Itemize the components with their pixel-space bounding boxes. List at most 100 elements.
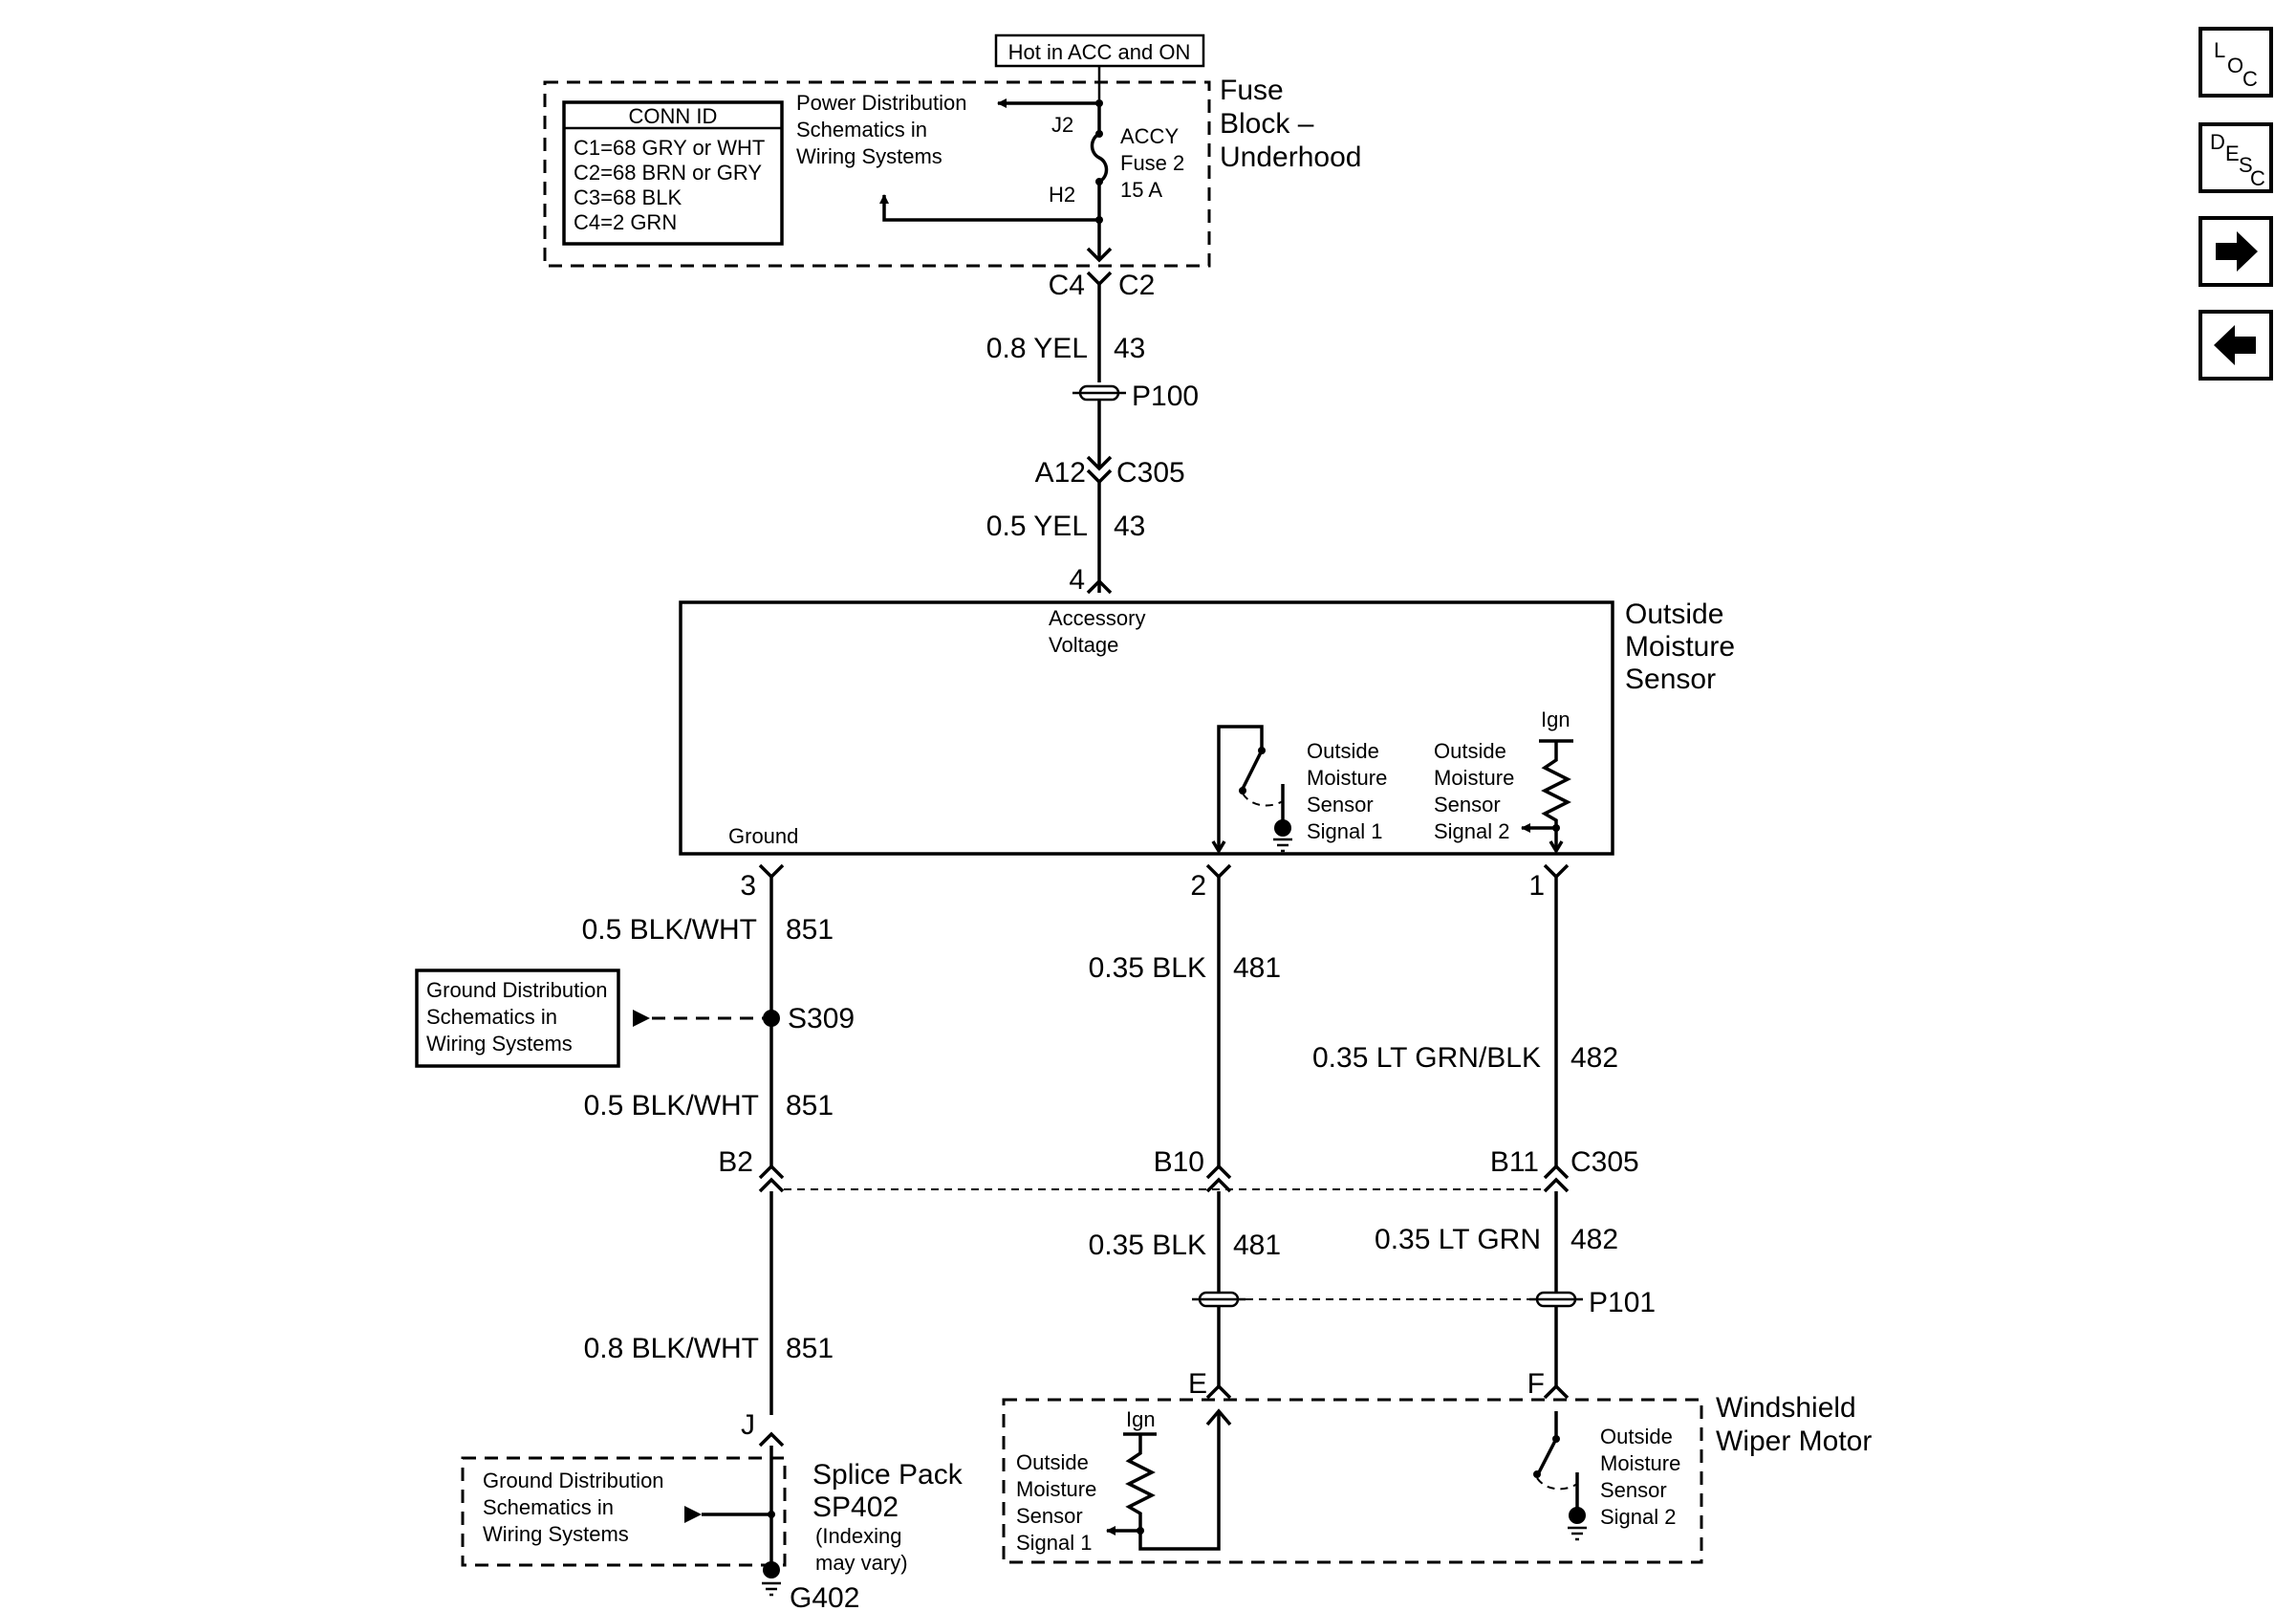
ground-branch: 3 0.5 BLK/WHT 851 Ground Distribution Sc…	[415, 863, 964, 1611]
fuse-block-name-1: Fuse	[1220, 75, 1284, 106]
p101-passthrough-icon	[1192, 1291, 1245, 1308]
splice-s309-icon	[763, 1010, 780, 1027]
windshield-wiper-motor: Windshield Wiper Motor Ign Outside Moist…	[1002, 1392, 1872, 1564]
sensor-name-3: Sensor	[1625, 664, 1716, 695]
splice-pack-outline	[461, 1456, 787, 1567]
fuse-label: Fuse 2	[1120, 151, 1184, 175]
wire-circuit: 481	[1233, 1230, 1281, 1261]
fuse-label: ACCY	[1120, 124, 1179, 148]
wire-circuit: 482	[1570, 1224, 1618, 1255]
switch-icon	[1533, 1411, 1587, 1541]
ground-ref-line: Schematics in	[426, 1005, 557, 1029]
p100-passthrough-icon	[1072, 384, 1126, 402]
back-button[interactable]	[2199, 310, 2273, 381]
svg-text:L: L	[2214, 38, 2225, 62]
svg-text:C: C	[2242, 67, 2258, 91]
wire-gauge: 0.35 LT GRN/BLK	[1312, 1042, 1541, 1074]
wiper-sig1-label: Moisture	[1016, 1477, 1096, 1501]
power-ref-line: Power Distribution	[796, 91, 967, 115]
power-ref-line: Wiring Systems	[796, 144, 942, 168]
pin-b2: B2	[718, 1146, 753, 1178]
sig1-label: Outside	[1307, 739, 1379, 763]
pin-1: 1	[1528, 870, 1545, 902]
conn-id-table: CONN ID C1=68 GRY or WHT C2=68 BRN or GR…	[562, 100, 784, 246]
wiper-sig2-label: Sensor	[1600, 1478, 1667, 1502]
pin-2: 2	[1190, 870, 1206, 902]
splice-s309: S309	[788, 1003, 855, 1034]
sig2-label: Sensor	[1434, 793, 1501, 816]
splice-ref-line: Ground Distribution	[483, 1469, 664, 1492]
wire-circuit: 851	[786, 914, 834, 946]
fuse-label: 15 A	[1120, 178, 1162, 202]
wiper-name-1: Windshield	[1716, 1392, 1856, 1424]
svg-text:S: S	[2239, 153, 2253, 177]
conn-id-row: C3=68 BLK	[574, 185, 682, 209]
p101-passthrough-icon	[1529, 1291, 1583, 1308]
ground-distribution-ref[interactable]: Ground Distribution Schematics in Wiring…	[415, 969, 620, 1068]
splice-pack-name: SP402	[812, 1491, 899, 1523]
fuse-block-outline	[543, 80, 1211, 268]
sig2-label: Moisture	[1434, 766, 1514, 790]
power-distribution-ref[interactable]: Power Distribution Schematics in Wiring …	[796, 91, 967, 168]
wire-circuit: 851	[786, 1333, 834, 1364]
wire-circuit: 851	[786, 1090, 834, 1121]
accessory-voltage-label: Voltage	[1049, 633, 1118, 657]
pin-3: 3	[740, 870, 756, 902]
wiper-sig2-label: Outside	[1600, 1425, 1673, 1448]
ground-label: Ground	[728, 824, 798, 848]
wire-gauge: 0.5 BLK/WHT	[582, 914, 757, 946]
signal2-circuit: 1 0.35 LT GRN/BLK 482 B11 C305 0.35 LT G…	[1312, 863, 1656, 1400]
hot-label: Hot in ACC and ON	[1008, 40, 1191, 64]
pin-b11: B11	[1490, 1146, 1539, 1178]
svg-text:E: E	[2225, 142, 2240, 165]
feed-circuit: C4 C2 0.8 YEL 43 P100 A12 C305 0.5 YEL 4…	[986, 270, 1199, 596]
wiper-sig2-label: Signal 2	[1600, 1505, 1677, 1529]
pin-b10: B10	[1154, 1146, 1204, 1178]
wire-gauge: 0.35 BLK	[1089, 952, 1206, 984]
outside-moisture-sensor: Outside Moisture Sensor Accessory Voltag…	[679, 599, 1735, 856]
ground-g402-icon	[762, 1581, 781, 1597]
conn-id-row: C2=68 BRN or GRY	[574, 161, 762, 185]
conn-id-row: C4=2 GRN	[574, 210, 677, 234]
forward-button[interactable]	[2199, 216, 2273, 287]
sensor-name-2: Moisture	[1625, 631, 1735, 663]
ground-ref-line: Wiring Systems	[426, 1032, 573, 1056]
desc-button[interactable]: D E S C	[2199, 122, 2273, 193]
sig2-label: Outside	[1434, 739, 1506, 763]
splice-pack-note: (Indexing	[815, 1524, 902, 1548]
wire-circuit: 43	[1114, 511, 1145, 542]
resistor-icon	[1541, 741, 1571, 851]
conn-c4: C4	[1049, 270, 1085, 301]
splice-ground-ref[interactable]: Ground Distribution Schematics in Wiring…	[483, 1469, 664, 1546]
wire-circuit: 481	[1233, 952, 1281, 984]
splice-ref-line: Schematics in	[483, 1495, 614, 1519]
arrow-left-icon	[2214, 325, 2256, 365]
conn-id-row: C1=68 GRY or WHT	[574, 136, 765, 160]
pin-c2: C2	[1118, 270, 1155, 301]
wire-gauge: 0.8 BLK/WHT	[584, 1333, 759, 1364]
passthrough-p100: P100	[1132, 381, 1199, 412]
wire-gauge: 0.5 BLK/WHT	[584, 1090, 759, 1121]
splice-ref-line: Wiring Systems	[483, 1522, 629, 1546]
accessory-voltage-label: Accessory	[1049, 606, 1145, 630]
fuse-block-name-3: Underhood	[1220, 142, 1361, 173]
switch-icon	[1217, 725, 1292, 853]
pin-j: J	[741, 1409, 755, 1441]
wire-gauge: 0.8 YEL	[986, 333, 1088, 364]
fuse-block: Hot in ACC and ON Fuse Block – Underhood…	[543, 33, 1361, 268]
wiper-sig1-label: Signal 1	[1016, 1531, 1093, 1555]
wiper-name-2: Wiper Motor	[1716, 1426, 1872, 1457]
wiper-sig1-label: Sensor	[1016, 1504, 1083, 1528]
wire-gauge: 0.35 BLK	[1089, 1230, 1206, 1261]
loc-button[interactable]: L O C	[2199, 27, 2273, 98]
sig1-label: Sensor	[1307, 793, 1374, 816]
wire-circuit: 482	[1570, 1042, 1618, 1074]
pin-a12: A12	[1035, 457, 1086, 489]
pin-4: 4	[1069, 564, 1085, 596]
wiper-motor-outline	[1002, 1398, 1703, 1564]
splice-pack-note: may vary)	[815, 1551, 908, 1575]
conn-c305: C305	[1570, 1146, 1639, 1178]
resistor-icon	[1125, 1413, 1221, 1551]
fuse-block-name-2: Block –	[1220, 108, 1314, 140]
ground-g402: G402	[790, 1582, 859, 1611]
